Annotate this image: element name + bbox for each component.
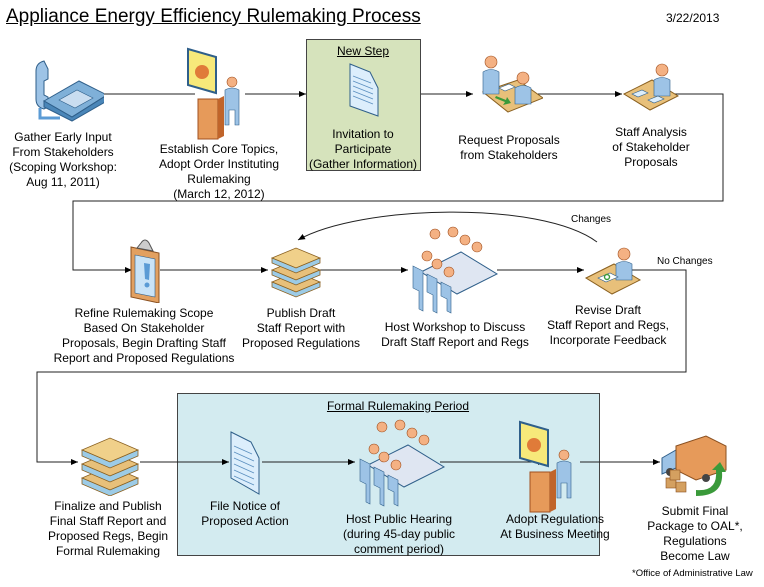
presenter-icon <box>519 420 572 513</box>
page-title: Appliance Energy Efficiency Rulemaking P… <box>6 6 421 27</box>
footnote: *Office of Administrative Law <box>632 568 753 579</box>
books-icon <box>270 247 322 298</box>
document-icon <box>230 431 260 495</box>
phone-icon <box>35 60 104 122</box>
edge-label-changes: Changes <box>571 214 612 225</box>
document-icon <box>349 63 379 117</box>
formal-period-title: Formal Rulemaking Period <box>326 399 470 413</box>
conference-table-icon <box>412 226 499 314</box>
desk-writing-icon <box>584 247 642 295</box>
delivery-truck-icon <box>661 435 727 496</box>
step-public-hearing: Host Public Hearing(during 45-day public… <box>342 512 456 556</box>
desk-analysis-icon <box>622 63 680 111</box>
conference-table-icon <box>359 419 446 507</box>
edge-label-no-changes: No Changes <box>657 256 713 267</box>
edge-revise-changes-loop <box>297 211 598 243</box>
books-icon <box>80 437 140 496</box>
edge-revise-no-changes <box>36 269 687 465</box>
presenter-icon <box>187 47 240 140</box>
new-step-title: New Step <box>336 44 390 58</box>
step-establish-topics: Establish Core Topics,Adopt Order Instit… <box>158 142 280 201</box>
edge-analysis-to-refine <box>72 93 724 273</box>
meeting-handoff-icon <box>481 55 543 113</box>
clipboard-alert-icon <box>130 239 160 303</box>
document-date: 3/22/2013 <box>666 11 720 25</box>
